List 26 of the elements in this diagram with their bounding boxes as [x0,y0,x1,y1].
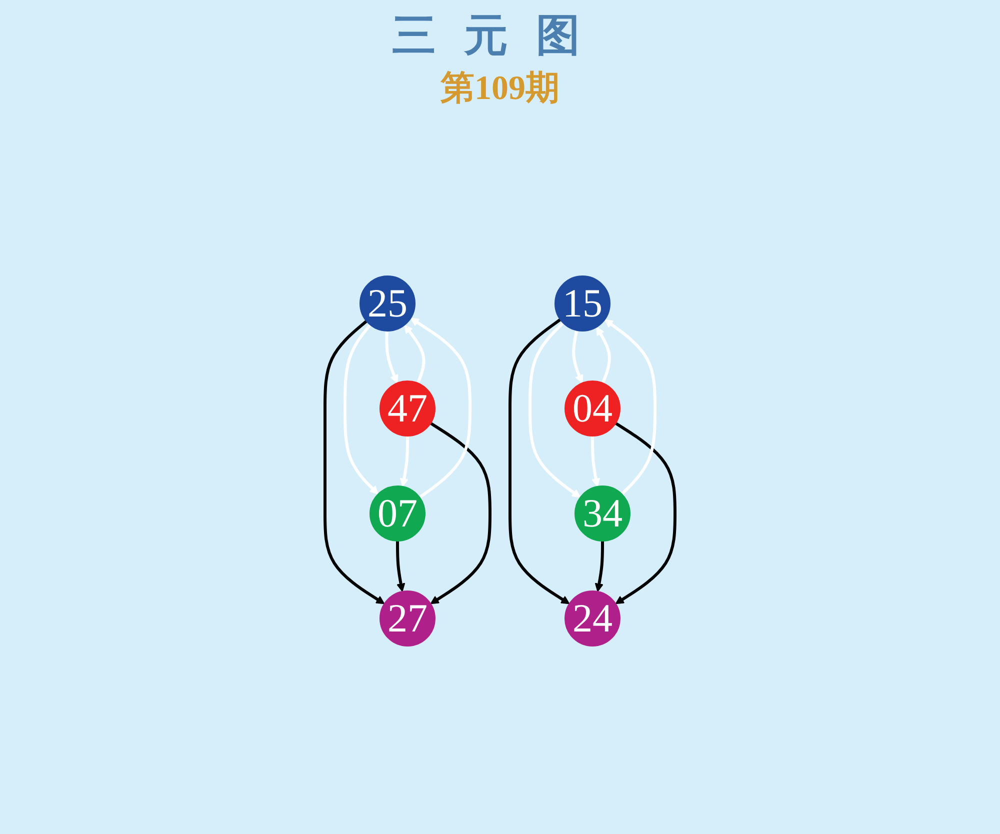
arrow [508,318,570,604]
arrow [572,330,584,384]
issue-label: 第109期 [440,69,560,109]
node-circle: 25 [360,276,416,332]
arrow [430,422,492,604]
arrow [344,324,378,494]
node-circle: 07 [370,486,426,542]
arrow [594,541,604,592]
arrow [604,319,656,496]
node-circle: 47 [380,380,436,436]
arrow [404,324,426,384]
arrow [596,326,611,384]
arrow [400,436,409,487]
arrow [614,422,676,604]
node-circle: 27 [380,590,436,646]
arrow [410,318,472,499]
node-circle: 15 [554,276,610,332]
arrow [324,320,385,604]
arrow [528,322,581,498]
arrow [385,330,398,384]
arrow [396,541,406,592]
node-circle: 24 [564,590,620,646]
title: 三元图 [391,10,609,62]
node-circle: 34 [574,486,630,542]
node-circle: 04 [564,380,620,436]
arrow [591,436,600,487]
